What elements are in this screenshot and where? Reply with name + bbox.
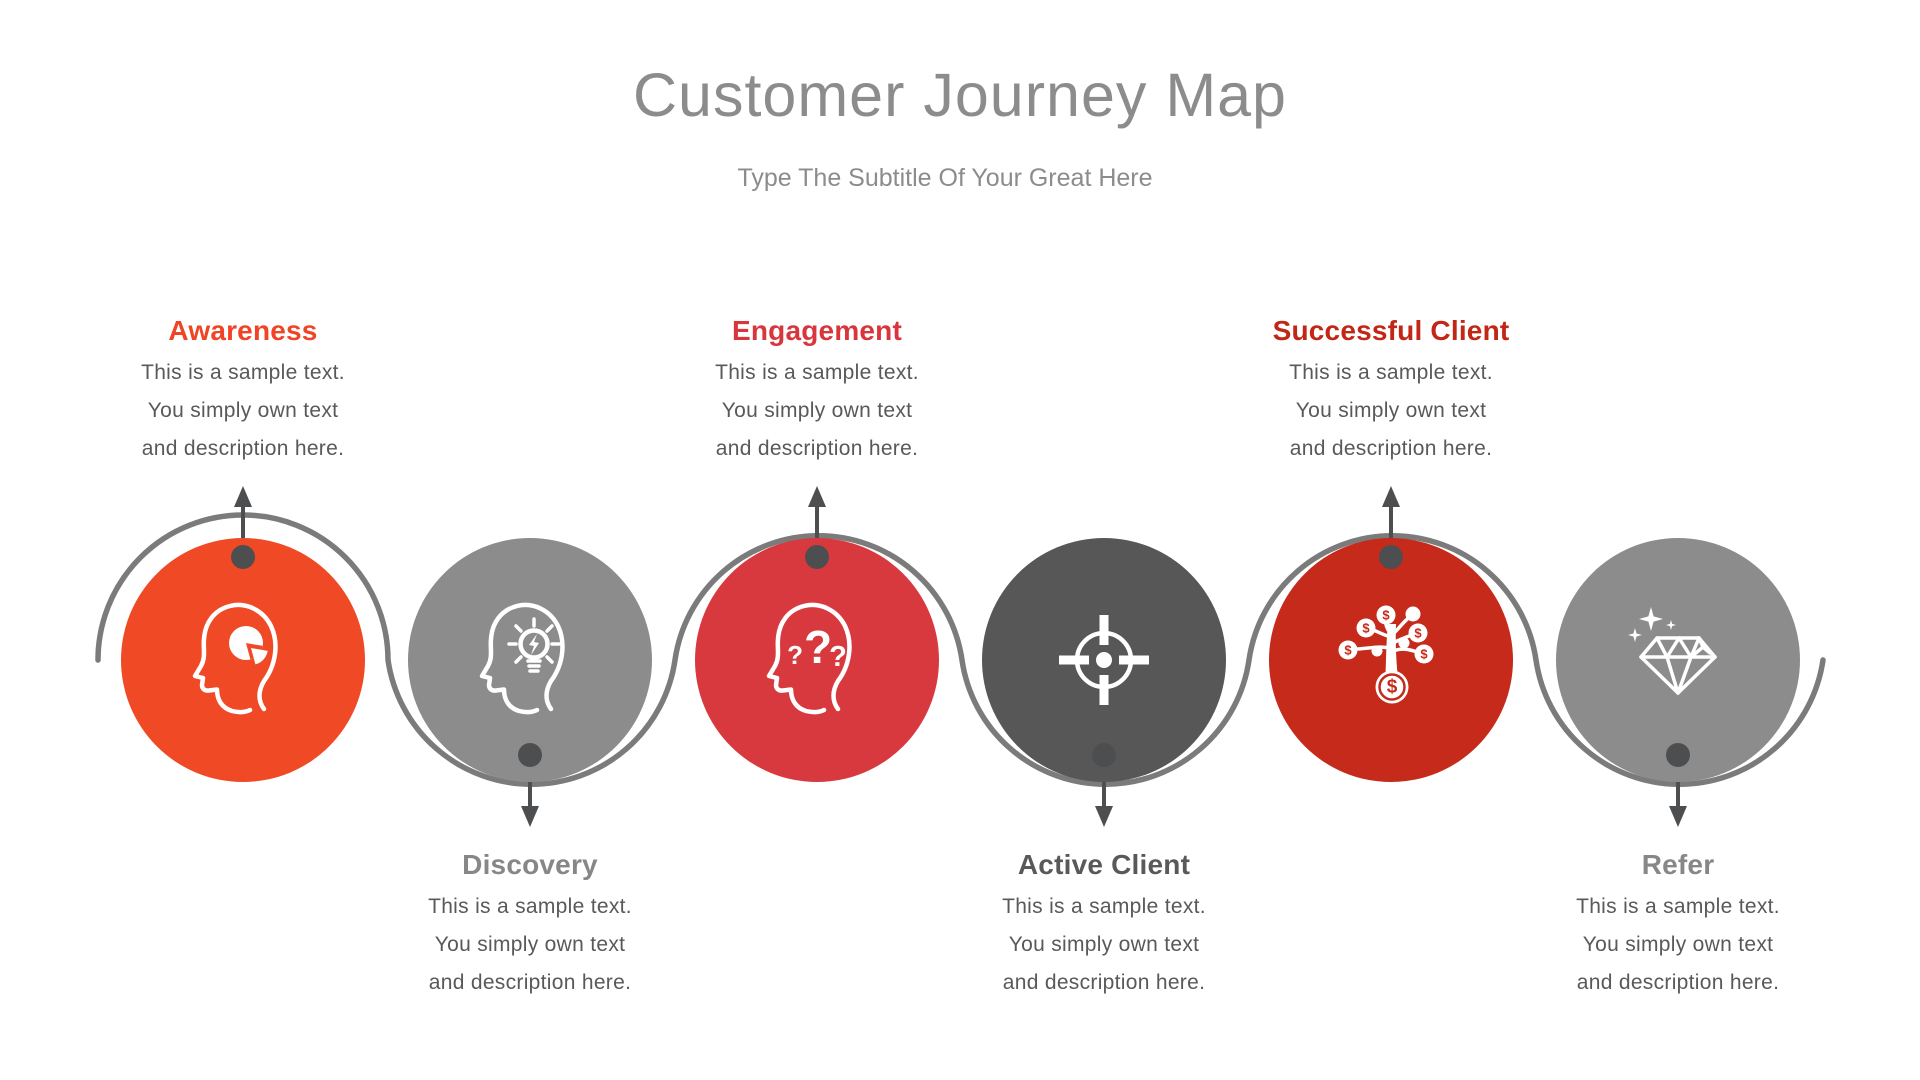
head-lightbulb-icon — [479, 602, 565, 715]
coin-ring — [1378, 673, 1406, 701]
svg-text:$: $ — [1414, 626, 1422, 641]
stage-group-active-client — [982, 538, 1226, 827]
connector-dot — [518, 743, 542, 767]
stage-description-line: and description here. — [1002, 971, 1206, 994]
stage-group-discovery — [408, 538, 652, 827]
stage-description-line: and description here. — [715, 437, 919, 460]
stage-title: Discovery — [462, 849, 598, 880]
connector-dot — [1666, 743, 1690, 767]
stage-description-line: This is a sample text. — [1576, 895, 1780, 918]
arrow-down-icon — [1095, 806, 1113, 827]
stage-description-line: You simply own text — [721, 399, 913, 422]
stage-label-active-client: Active Client This is a sample text. You… — [934, 848, 1274, 1002]
stage-description-line: This is a sample text. — [428, 895, 632, 918]
svg-text:$: $ — [1344, 643, 1352, 658]
stage-circle-awareness — [121, 538, 365, 782]
stage-description-line: You simply own text — [1582, 933, 1774, 956]
connector-dot — [1092, 743, 1116, 767]
stage-label-successful-client: Successful Client This is a sample text.… — [1221, 314, 1561, 468]
head-pie-chart-icon — [192, 602, 278, 715]
arrow-up-icon — [234, 486, 252, 507]
connector-dot — [805, 545, 829, 569]
svg-text:?: ? — [804, 621, 832, 673]
stage-description-line: This is a sample text. — [141, 361, 345, 384]
arrow-down-icon — [521, 806, 539, 827]
stage-description-line: This is a sample text. — [715, 361, 919, 384]
stage-description-line: and description here. — [1576, 971, 1780, 994]
target-icon — [1059, 615, 1149, 705]
stage-title: Awareness — [168, 315, 318, 346]
svg-text:?: ? — [829, 641, 847, 673]
stage-title: Engagement — [731, 315, 903, 346]
header: Customer Journey Map — [0, 60, 1920, 130]
stage-circle-refer — [1556, 538, 1800, 782]
connector-dot — [231, 545, 255, 569]
stage-title: Active Client — [1017, 849, 1191, 880]
stage-label-awareness: Awareness This is a sample text. You sim… — [73, 314, 413, 468]
stage-title: Successful Client — [1272, 315, 1510, 346]
stage-description-line: and description here. — [1289, 437, 1493, 460]
stage-label-engagement: Engagement This is a sample text. You si… — [647, 314, 987, 468]
journey-wave — [95, 512, 1826, 787]
page-title: Customer Journey Map — [633, 61, 1287, 129]
stage-description-line: You simply own text — [434, 933, 626, 956]
svg-text:$: $ — [1362, 621, 1370, 636]
stage-group-awareness — [121, 486, 365, 782]
stage-description-line: and description here. — [141, 437, 345, 460]
stage-group-successful-client: $ $ $ $ $ $ — [1269, 486, 1513, 782]
stage-group-refer — [1556, 538, 1800, 827]
stage-description-line: and description here. — [428, 971, 632, 994]
svg-text:?: ? — [787, 640, 803, 670]
stage-label-refer: Refer This is a sample text. You simply … — [1508, 848, 1848, 1002]
arrow-up-icon — [1382, 486, 1400, 507]
arrow-down-icon — [1669, 806, 1687, 827]
arrow-up-icon — [808, 486, 826, 507]
page-subtitle: Type The Subtitle Of Your Great Here — [737, 164, 1153, 192]
diamond-icon — [1628, 607, 1717, 695]
svg-text:$: $ — [1420, 647, 1428, 662]
stage-description-line: You simply own text — [147, 399, 339, 422]
stage-description-line: This is a sample text. — [1289, 361, 1493, 384]
stage-label-discovery: Discovery This is a sample text. You sim… — [360, 848, 700, 1002]
connector-dot — [1379, 545, 1403, 569]
money-tree-icon: $ $ $ $ $ $ — [1338, 605, 1434, 704]
stage-group-engagement: ? ? ? — [695, 486, 939, 782]
stage-description-line: This is a sample text. — [1002, 895, 1206, 918]
head-question-marks-icon: ? ? ? — [766, 602, 852, 715]
stage-description-line: You simply own text — [1295, 399, 1487, 422]
svg-text:$: $ — [1382, 608, 1390, 623]
stage-description-line: You simply own text — [1008, 933, 1200, 956]
stage-circle-engagement — [695, 538, 939, 782]
svg-text:$: $ — [1387, 677, 1398, 698]
stage-title: Refer — [1641, 849, 1715, 880]
